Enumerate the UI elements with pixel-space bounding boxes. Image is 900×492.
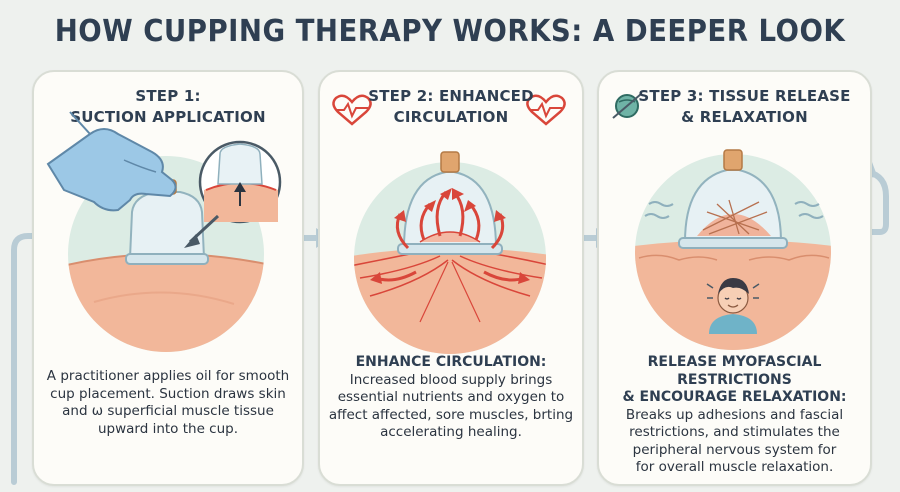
step-3-heading-line2: & RELAXATION [681, 108, 808, 126]
step-3-description: RELEASE MYOFASCIAL RESTRICTIONS & ENCOUR… [607, 354, 862, 477]
heart-pulse-icons [332, 94, 566, 126]
magnifier-inset [184, 140, 282, 248]
massage-ball-icon-wrap [612, 93, 642, 119]
heart-pulse-icon [332, 94, 372, 126]
description-line: for overall muscle relaxation. [635, 459, 834, 475]
heart-pulse-icon [526, 94, 566, 126]
description-line: cup placement. Suction draws skin [50, 385, 286, 402]
description-line: affect affected, sore muscles, brting [328, 406, 574, 423]
step-1-description: A practitioner applies oil for smooth cu… [42, 368, 294, 438]
step-2-panel: STEP 2: ENHANCED CIRCULATION [318, 70, 584, 486]
circulation-illustration [354, 151, 546, 354]
description-line: upward into the cup. [97, 420, 239, 437]
description-line: and ω superficial muscle tissue [62, 403, 274, 419]
flow-arrow-icon [11, 233, 45, 485]
description-line: peripheral nervous system for [632, 441, 837, 458]
description-line: Breaks up adhesions and fascial [625, 406, 844, 423]
description-line: restrictions, and stimulates the [629, 424, 840, 440]
step-1-heading-line2: SUCTION APPLICATION [70, 108, 266, 126]
page-title: HOW CUPPING THERAPY WORKS: A DEEPER LOOK [54, 14, 846, 49]
step-3-heading: STEP 3: TISSUE RELEASE & RELAXATION [599, 86, 870, 128]
step-2-description: ENHANCE CIRCULATION: Increased blood sup… [328, 354, 574, 442]
description-line: A practitioner applies oil for smooth [46, 368, 290, 384]
suction-illustration [46, 111, 282, 352]
step-3-description-heading-line2: & ENCOURAGE RELAXATION: [622, 389, 847, 405]
step-2-heading-line1: STEP 2: ENHANCED [368, 87, 534, 105]
description-line: essential nutrients and oxygen to [337, 389, 565, 405]
relaxed-face-icon [706, 278, 760, 334]
description-line: Increased blood supply brings [349, 371, 553, 388]
description-line: accelerating healing. [380, 424, 522, 440]
step-3-heading-line1: STEP 3: TISSUE RELEASE [638, 87, 851, 105]
step-3-description-heading-line1: RELEASE MYOFASCIAL RESTRICTIONS [647, 354, 822, 388]
step-1-heading-line1: STEP 1: [135, 87, 201, 105]
massage-ball-icon [612, 93, 642, 119]
flow-arrow-icon [839, 169, 889, 235]
step-1-heading: STEP 1: SUCTION APPLICATION [34, 86, 302, 128]
step-2-heading: STEP 2: ENHANCED CIRCULATION [320, 86, 582, 128]
gloved-hand-icon [46, 111, 177, 212]
step-1-panel: STEP 1: SUCTION APPLICATION [32, 70, 304, 486]
step-2-heading-line2: CIRCULATION [393, 108, 509, 126]
step-2-description-heading: ENHANCE CIRCULATION: [355, 354, 547, 370]
tissue-release-illustration [635, 149, 831, 350]
step-3-panel: STEP 3: TISSUE RELEASE & RELAXATION [597, 70, 872, 486]
